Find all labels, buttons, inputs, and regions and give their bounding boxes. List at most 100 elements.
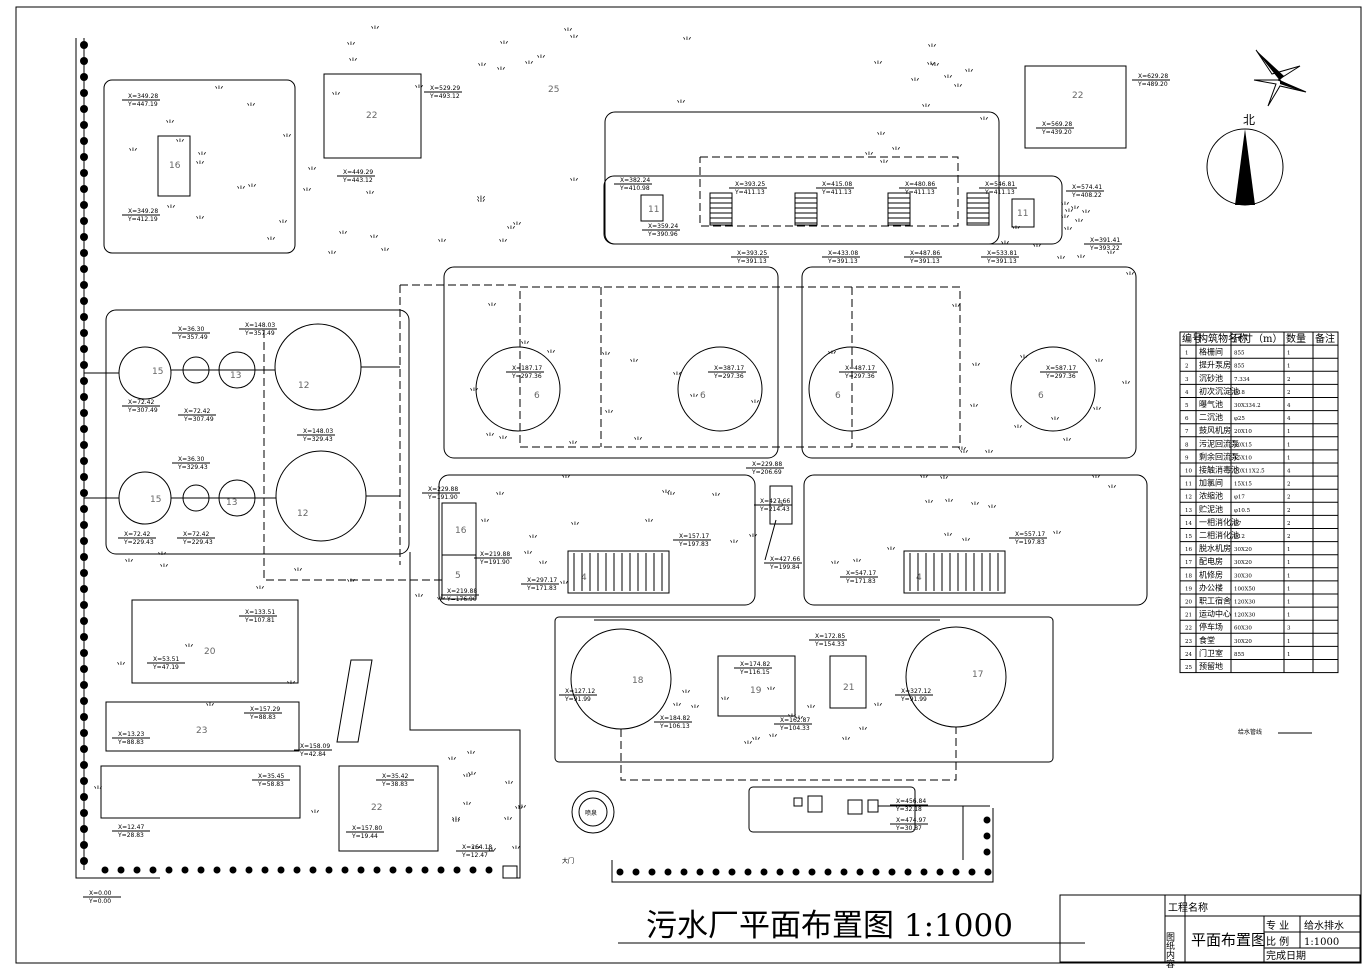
shrub-icon: ⺌ xyxy=(331,91,341,103)
coord-x-label: X=184.82 xyxy=(660,715,690,722)
tree-icon xyxy=(80,473,88,481)
shrub-icon: ⺌ xyxy=(953,83,963,95)
tree-icon xyxy=(792,868,800,876)
tree-icon xyxy=(133,866,141,874)
structure-label: 12 xyxy=(297,509,308,519)
tree-icon xyxy=(80,761,88,769)
table-cell: 4 xyxy=(1287,469,1291,475)
fountain-inner xyxy=(578,797,608,827)
structure-10-contact-tank xyxy=(887,192,911,226)
date-label: 完成日期 xyxy=(1266,949,1306,962)
tree-icon xyxy=(117,866,125,874)
shrub-icon: ⺌ xyxy=(964,68,974,80)
coord-y-label: Y=191.90 xyxy=(479,559,510,566)
shrub-icon: ⺌ xyxy=(195,160,205,172)
coord-x-label: X=72.42 xyxy=(183,531,209,538)
structure-label: 6 xyxy=(534,391,540,401)
table-cell: 运动中心 xyxy=(1199,609,1231,619)
structure-label: 17 xyxy=(972,670,983,680)
structure-label: 22 xyxy=(371,803,382,813)
coord-y-label: Y=28.83 xyxy=(117,832,144,839)
tree-icon xyxy=(648,868,656,876)
coord-x-label: X=359.24 xyxy=(648,223,678,230)
shrub-icon: ⺌ xyxy=(266,236,276,248)
coord-y-label: Y=489.20 xyxy=(1137,81,1168,88)
structure-18-repair-shop xyxy=(717,655,796,717)
fountain-label: 喷泉 xyxy=(585,809,597,817)
coord-x-label: X=456.84 xyxy=(896,798,926,805)
table-cell: 加氯间 xyxy=(1199,478,1223,488)
shrub-icon: ⺌ xyxy=(569,34,579,46)
structure-label: 6 xyxy=(835,391,841,401)
shrub-icon: ⺌ xyxy=(498,238,508,250)
zone-secondary-clarifier-east xyxy=(801,266,1137,459)
coord-x-label: X=35.42 xyxy=(382,773,408,780)
coord-y-label: Y=104.33 xyxy=(779,725,810,732)
coord-x-label: X=393.25 xyxy=(737,250,767,257)
structure-6-clarifier xyxy=(475,346,561,432)
shrub-icon: ⺌ xyxy=(466,750,476,762)
table-cell: 格栅间 xyxy=(1199,347,1223,357)
coord-y-label: Y=391.13 xyxy=(986,258,1017,265)
tree-icon xyxy=(664,868,672,876)
table-cell: 6 xyxy=(1185,416,1189,422)
table-cell: 7 xyxy=(1185,429,1189,435)
table-cell: 1 xyxy=(1287,547,1291,553)
structure-22-parking-bottom xyxy=(338,765,439,852)
shrub-icon: ⺌ xyxy=(1011,225,1021,237)
tree-icon xyxy=(80,393,88,401)
shrub-icon: ⺌ xyxy=(476,198,486,210)
structure-6-clarifier xyxy=(1010,346,1096,432)
table-cell: 1 xyxy=(1287,652,1291,658)
coord-y-label: Y=297.36 xyxy=(1045,373,1076,380)
structure-label: 22 xyxy=(366,111,377,121)
tree-icon xyxy=(983,832,991,840)
table-cell: 1 xyxy=(1287,639,1291,645)
coord-x-label: X=133.51 xyxy=(245,609,275,616)
shrub-icon: ⺌ xyxy=(876,131,886,143)
shrub-icon: ⺌ xyxy=(910,77,920,89)
coord-y-label: Y=411.13 xyxy=(984,189,1015,196)
gate-label: 大门 xyxy=(562,857,574,865)
shrub-icon: ⺌ xyxy=(987,504,997,516)
shrub-icon: ⺌ xyxy=(116,661,126,673)
shrub-icon: ⺌ xyxy=(255,585,265,597)
table-cell: φ18 xyxy=(1234,390,1245,396)
coord-x-label: X=629.28 xyxy=(1138,73,1168,80)
table-cell: φ25 xyxy=(1234,416,1245,422)
coord-y-label: Y=197.83 xyxy=(1014,539,1045,546)
coord-x-label: X=72.42 xyxy=(124,531,150,538)
table-cell: 12 xyxy=(1185,495,1192,501)
tree-icon xyxy=(277,866,285,874)
tree-icon xyxy=(744,868,752,876)
fountain-outer xyxy=(571,790,615,834)
tree-icon xyxy=(80,649,88,657)
tree-icon xyxy=(632,868,640,876)
shrub-icon: ⺌ xyxy=(437,238,447,250)
tree-icon xyxy=(872,868,880,876)
shrub-icon: ⺌ xyxy=(503,816,513,828)
pipe-loop-disinfection xyxy=(699,156,959,227)
coord-x-label: X=387.17 xyxy=(714,365,744,372)
tree-icon xyxy=(888,868,896,876)
tree-icon xyxy=(80,553,88,561)
tree-icon xyxy=(80,569,88,577)
inlet-pipe xyxy=(962,805,990,860)
coord-x-label: X=0.00 xyxy=(89,890,112,897)
title-block: 工程名称 图纸内容 平面布置图 专 业 给水排水 比 例 1:1000 完成日期 xyxy=(1059,894,1361,969)
structure-21-sports-center xyxy=(105,701,300,752)
north-label: 北 xyxy=(1243,113,1255,127)
pipe-primary xyxy=(620,727,957,781)
tree-icon xyxy=(904,868,912,876)
table-cell: 20X10 xyxy=(1234,429,1252,435)
shrub-icon: ⺌ xyxy=(462,773,472,785)
shrub-icon: ⺌ xyxy=(570,521,580,533)
shrub-icon: ⺌ xyxy=(1081,209,1091,221)
shrub-icon: ⺌ xyxy=(666,491,676,503)
tree-icon xyxy=(485,866,493,874)
shrub-icon: ⺌ xyxy=(447,756,457,768)
structure-label: 15 xyxy=(152,367,163,377)
tree-icon xyxy=(80,73,88,81)
structure-22-parking xyxy=(323,73,422,159)
